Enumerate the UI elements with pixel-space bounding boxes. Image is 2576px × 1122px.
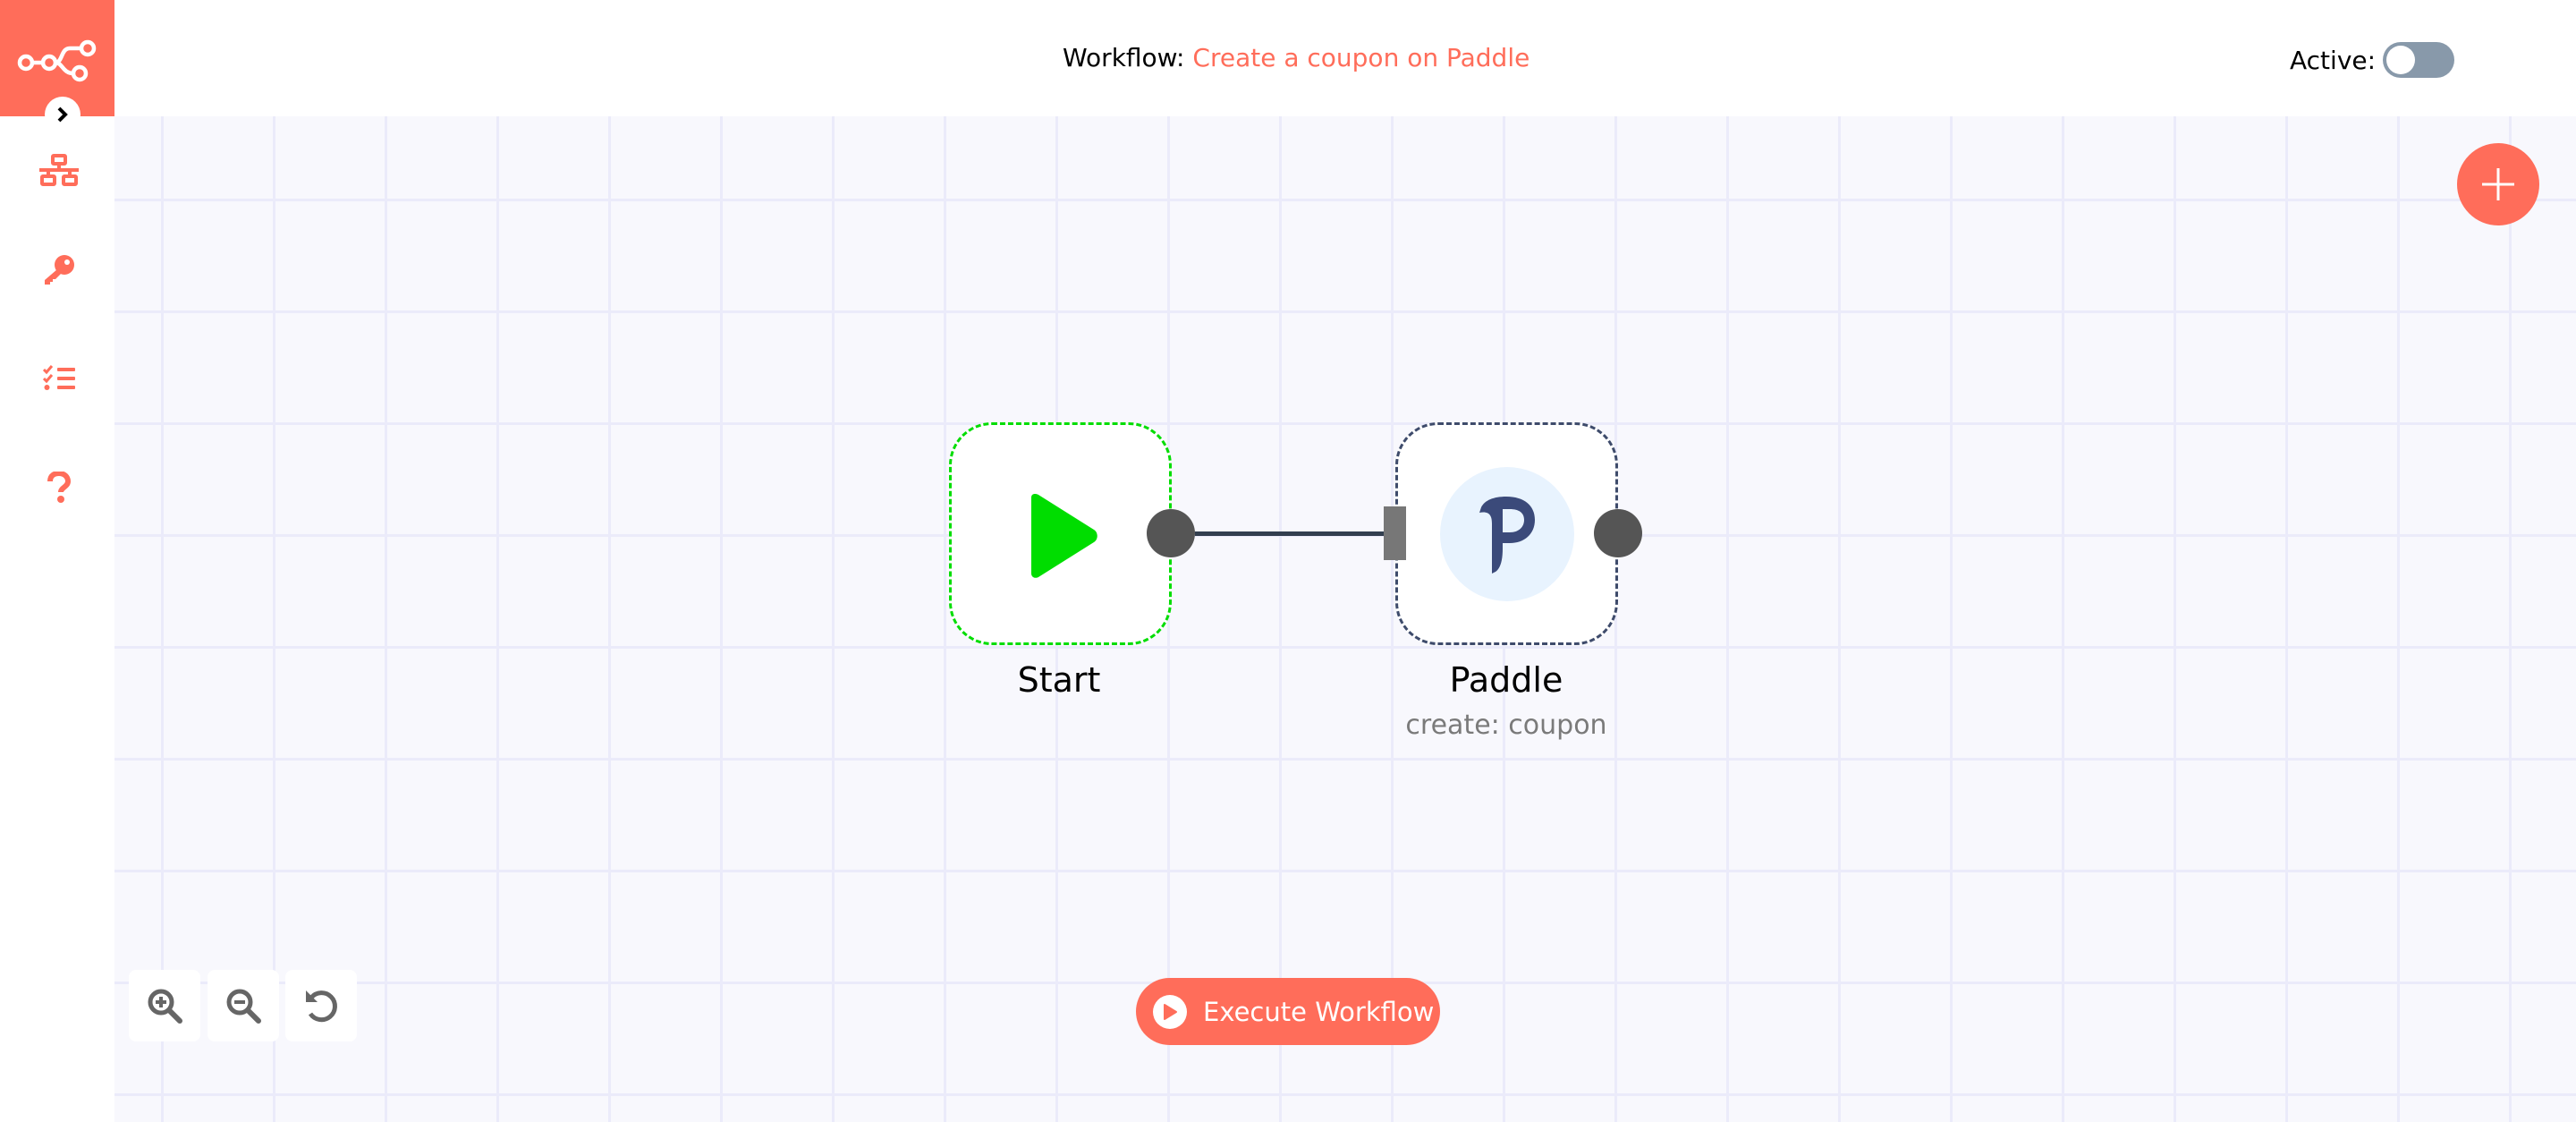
active-control: Active:	[2290, 41, 2455, 79]
active-toggle[interactable]	[2383, 42, 2455, 78]
connection-start-to-paddle[interactable]	[1195, 531, 1386, 536]
start-output-handle[interactable]	[1147, 509, 1195, 557]
network-icon	[39, 154, 79, 186]
add-node-button[interactable]	[2457, 143, 2539, 225]
paddle-output-handle[interactable]	[1594, 509, 1642, 557]
workflow-title: Workflow: Create a coupon on Paddle	[1063, 41, 1530, 75]
workflow-canvas[interactable]	[114, 116, 2576, 1122]
paddle-logo-circle	[1440, 467, 1574, 601]
reset-zoom-button[interactable]	[285, 970, 357, 1041]
workflow-name[interactable]: Create a coupon on Paddle	[1192, 43, 1530, 72]
node-start[interactable]	[949, 422, 1172, 645]
tasks-list-icon	[43, 365, 75, 390]
play-icon	[1031, 494, 1097, 578]
undo-icon	[306, 990, 337, 1023]
workflow-title-prefix: Workflow:	[1063, 43, 1185, 72]
key-icon	[45, 255, 74, 285]
zoom-in-button[interactable]	[129, 970, 200, 1041]
play-circle-icon	[1153, 994, 1187, 1029]
active-label: Active:	[2290, 45, 2377, 75]
n8n-logo-icon	[17, 39, 97, 82]
node-start-label: Start	[1017, 660, 1101, 700]
sidebar-item-executions[interactable]	[36, 355, 82, 402]
zoom-in-icon	[148, 989, 182, 1024]
zoom-out-button[interactable]	[208, 970, 279, 1041]
expand-sidebar-button[interactable]	[45, 97, 80, 132]
execute-workflow-button[interactable]: Execute Workflow	[1136, 978, 1440, 1045]
node-paddle-label: Paddle	[1449, 660, 1563, 700]
top-header: Workflow: Create a coupon on Paddle Acti…	[0, 0, 2576, 116]
chevron-right-icon	[57, 106, 68, 123]
sidebar-item-workflows[interactable]	[36, 147, 82, 193]
sidebar-item-credentials[interactable]	[36, 247, 82, 293]
sidebar	[0, 0, 114, 1122]
sidebar-item-help[interactable]	[36, 464, 82, 511]
paddle-input-handle[interactable]	[1384, 506, 1406, 560]
node-paddle[interactable]	[1395, 422, 1618, 645]
paddle-logo-icon	[1479, 497, 1535, 574]
toggle-knob	[2386, 46, 2416, 74]
zoom-out-icon	[226, 989, 261, 1024]
plus-icon	[2482, 168, 2514, 200]
node-paddle-subtitle: create: coupon	[1405, 710, 1607, 741]
question-icon	[47, 472, 72, 503]
execute-workflow-label: Execute Workflow	[1203, 996, 1435, 1027]
